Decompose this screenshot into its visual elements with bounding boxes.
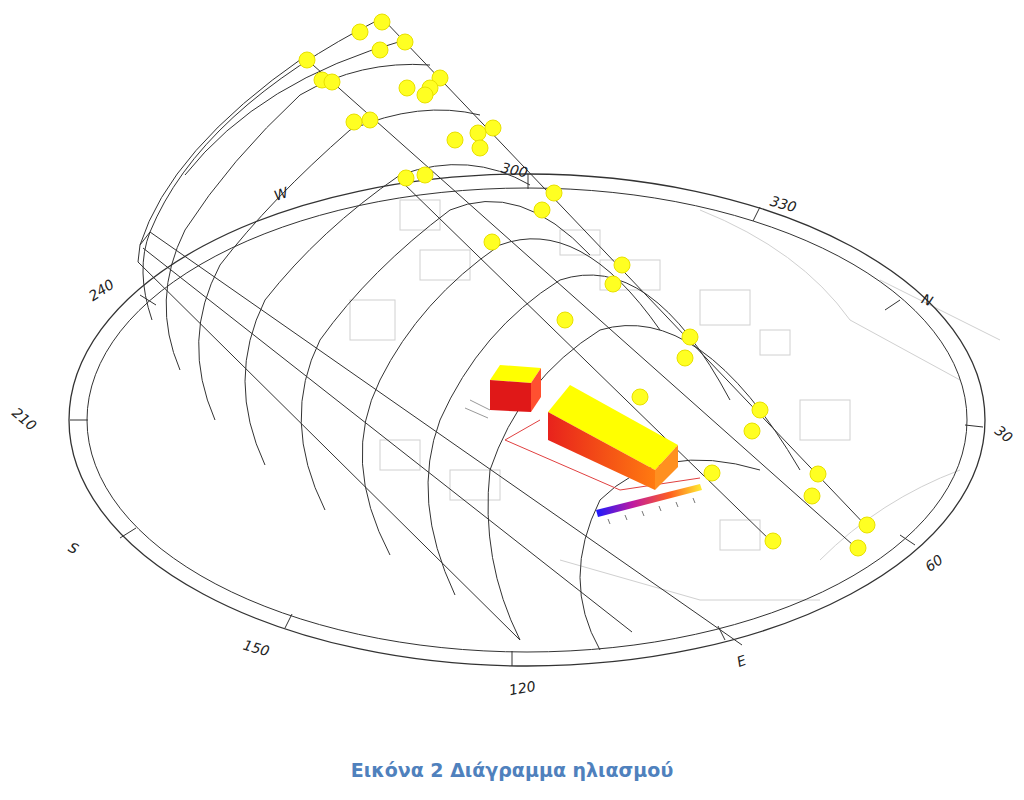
compass-label: 240 [85,276,116,304]
compass-label: 150 [241,637,271,659]
compass-label: 60 [922,551,946,574]
compass-label: 120 [507,678,536,698]
compass-label: E [734,652,748,670]
compass-label: S [65,539,80,557]
compass-label: W [272,184,290,204]
compass-label: 30 [992,422,1016,446]
compass-label: 210 [9,404,40,433]
compass-label: 300 [499,159,529,180]
figure-caption: Εικόνα 2 Διάγραμμα ηλιασμού [351,759,673,781]
